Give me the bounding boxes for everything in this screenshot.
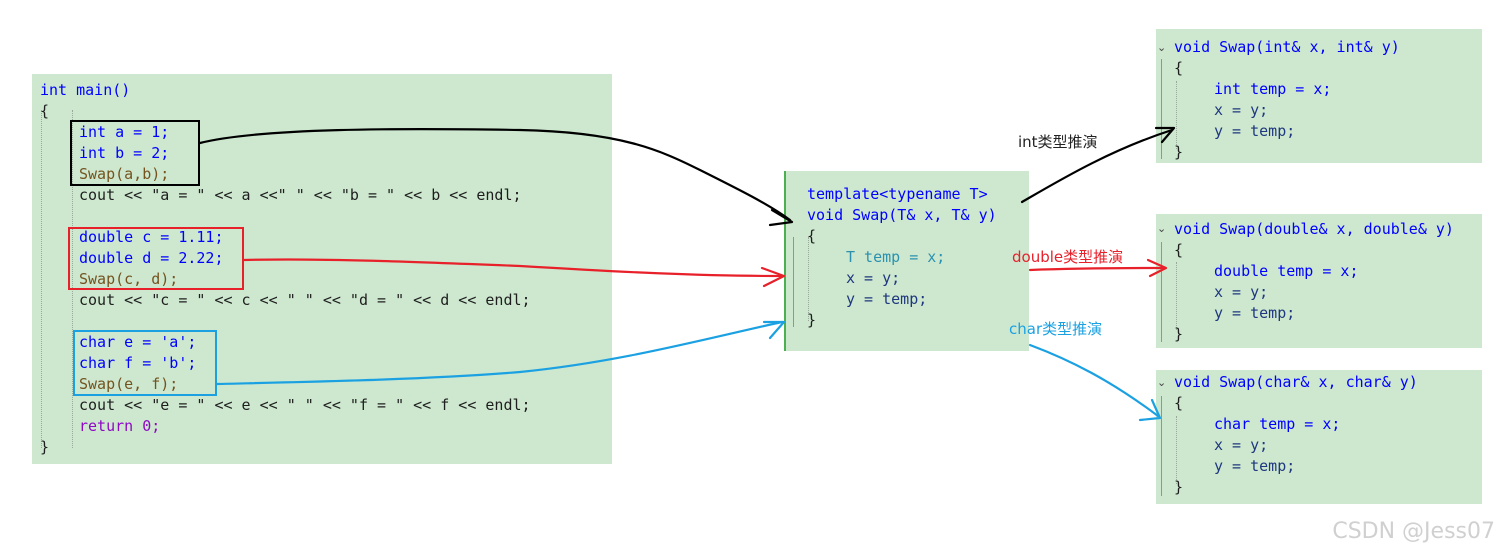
int-line-close-brace: }: [1174, 143, 1184, 161]
fold-guide: [1161, 59, 1162, 159]
template-line-temp: T temp = x;: [846, 248, 946, 266]
code-line-double-d: double d = 2.22;: [79, 249, 224, 267]
code-line-char-e: char e = 'a';: [79, 333, 197, 351]
change-bar: [784, 171, 786, 351]
char-line-close-brace: }: [1174, 478, 1184, 496]
template-line-signature: void Swap(T& x, T& y): [807, 206, 997, 224]
char-line-open-brace: {: [1174, 394, 1184, 412]
fold-guide: [793, 237, 794, 327]
code-line-main-signature: int main(): [40, 81, 131, 99]
int-instance-panel: ⌄ void Swap(int& x, int& y) { int temp =…: [1156, 29, 1482, 163]
code-line-char-f: char f = 'b';: [79, 354, 197, 372]
indent-guide: [41, 110, 42, 448]
code-line-cout-cd: cout << "c = " << c << " " << "d = " << …: [79, 291, 531, 309]
int-line-temp: int temp = x;: [1214, 80, 1332, 98]
double-line-close-brace: }: [1174, 325, 1184, 343]
watermark: CSDN @Jess07: [1332, 519, 1495, 544]
code-line-swap-ab: Swap(a,b);: [79, 165, 170, 183]
double-line-signature: void Swap(double& x, double& y): [1174, 220, 1454, 238]
int-call-arrow: [198, 127, 792, 222]
int-deduction-label: int类型推演: [1018, 133, 1098, 151]
indent-guide: [1176, 262, 1177, 330]
double-call-highlight-box: [68, 227, 244, 290]
template-line-open-brace: {: [807, 227, 817, 245]
double-line-temp: double temp = x;: [1214, 262, 1359, 280]
template-code-panel: template<typename T> void Swap(T& x, T& …: [784, 171, 1029, 351]
code-line-swap-cd: Swap(c, d);: [79, 270, 179, 288]
int-deduction-arrow: [1020, 128, 1174, 204]
template-line-x-eq-y: x = y;: [846, 269, 901, 287]
char-deduction-label: char类型推演: [1009, 320, 1103, 338]
template-line-y-eq-temp: y = temp;: [846, 290, 928, 308]
template-line-close-brace: }: [807, 311, 817, 329]
int-line-signature: void Swap(int& x, int& y): [1174, 38, 1400, 56]
char-deduction-arrowhead: [1138, 398, 1162, 422]
code-line-int-a: int a = 1;: [79, 123, 170, 141]
code-line-close-brace: }: [40, 438, 50, 456]
char-line-y-eq-temp: y = temp;: [1214, 457, 1296, 475]
char-call-arrow: [215, 320, 784, 386]
char-call-arrowhead: [762, 320, 786, 340]
code-line-return: return 0;: [79, 417, 161, 435]
double-deduction-arrowhead: [1146, 258, 1168, 278]
int-line-y-eq-temp: y = temp;: [1214, 122, 1296, 140]
char-deduction-arrow: [1028, 343, 1160, 418]
main-code-panel: int main() { int a = 1; int b = 2; Swap(…: [32, 74, 612, 464]
double-line-x-eq-y: x = y;: [1214, 283, 1269, 301]
double-call-arrowhead: [760, 266, 786, 288]
int-call-highlight-box: [70, 120, 200, 186]
char-line-temp: char temp = x;: [1214, 415, 1341, 433]
char-instance-panel: ⌄ void Swap(char& x, char& y) { char tem…: [1156, 370, 1482, 504]
code-line-swap-ef: Swap(e, f);: [79, 375, 179, 393]
fold-guide: [1161, 396, 1162, 496]
code-line-double-c: double c = 1.11;: [79, 228, 224, 246]
double-line-open-brace: {: [1174, 241, 1184, 259]
int-line-x-eq-y: x = y;: [1214, 101, 1269, 119]
fold-chevron-icon[interactable]: ⌄: [1157, 376, 1167, 389]
double-call-arrow: [242, 258, 784, 278]
char-line-x-eq-y: x = y;: [1214, 436, 1269, 454]
indent-guide: [1176, 416, 1177, 484]
code-line-int-b: int b = 2;: [79, 144, 170, 162]
code-line-open-brace: {: [40, 102, 50, 120]
code-line-cout-ef: cout << "e = " << e << " " << "f = " << …: [79, 396, 531, 414]
double-deduction-label: double类型推演: [1012, 248, 1124, 266]
code-line-cout-ab: cout << "a = " << a <<" " << "b = " << b…: [79, 186, 522, 204]
fold-chevron-icon[interactable]: ⌄: [1157, 222, 1167, 235]
fold-guide: [1161, 242, 1162, 342]
char-call-highlight-box: [73, 330, 217, 396]
indent-guide: [72, 110, 73, 448]
double-instance-panel: ⌄ void Swap(double& x, double& y) { doub…: [1156, 214, 1482, 348]
int-line-open-brace: {: [1174, 59, 1184, 77]
int-deduction-arrowhead: [1154, 126, 1176, 144]
indent-guide: [1176, 81, 1177, 149]
double-deduction-arrow: [1028, 266, 1166, 272]
fold-chevron-icon[interactable]: ⌄: [1157, 41, 1167, 54]
template-line-header: template<typename T>: [807, 185, 988, 203]
char-line-signature: void Swap(char& x, char& y): [1174, 373, 1418, 391]
double-line-y-eq-temp: y = temp;: [1214, 304, 1296, 322]
indent-guide: [808, 237, 809, 321]
int-call-arrowhead: [768, 208, 794, 227]
